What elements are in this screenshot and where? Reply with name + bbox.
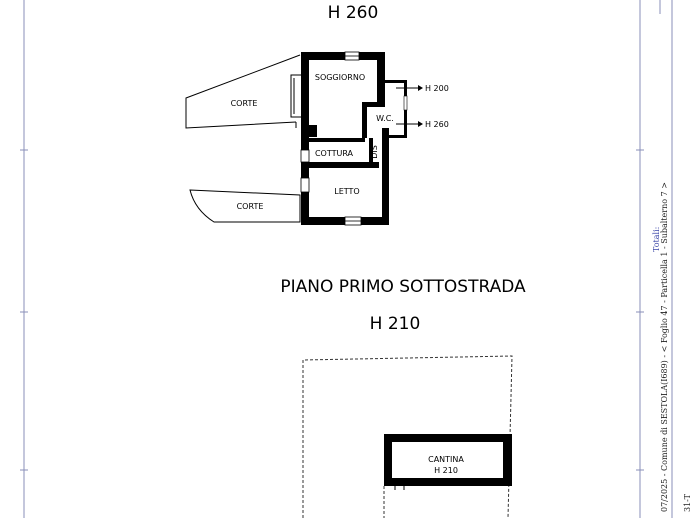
side-cadastral-text: 07/2025 - Comune di SESTOLA(I689) - < Fo… xyxy=(660,182,669,512)
openings xyxy=(300,51,408,226)
room-label-dis: DIS xyxy=(370,145,379,159)
window-left xyxy=(290,74,303,118)
side-footer-text: 31-T xyxy=(683,493,692,512)
room-label-soggiorno: SOGGIORNO xyxy=(315,73,365,82)
room-label-cottura: COTTURA xyxy=(315,149,354,158)
room-label-cantina: CANTINA xyxy=(428,455,464,464)
side-totali-text: Totali: xyxy=(652,227,661,252)
room-label-corte-lower: CORTE xyxy=(237,202,264,211)
cantina-walls xyxy=(383,434,512,518)
wc-height-upper: H 200 xyxy=(425,84,449,93)
corte-lower-area xyxy=(189,189,301,223)
wc-height-lower: H 260 xyxy=(425,120,449,129)
basement-title: PIANO PRIMO SOTTOSTRADA xyxy=(280,277,526,297)
basement-outline xyxy=(302,355,513,518)
basement-height-label: H 210 xyxy=(370,314,421,334)
top-height-label: H 260 xyxy=(328,3,379,23)
room-label-corte-upper: CORTE xyxy=(231,99,258,108)
wc-height-arrows xyxy=(396,85,423,127)
sheet-frame xyxy=(20,0,673,518)
room-label-cantina-height: H 210 xyxy=(434,466,458,475)
room-label-letto: LETTO xyxy=(334,187,359,196)
corte-upper-area xyxy=(185,54,301,129)
room-label-wc: W.C. xyxy=(376,114,394,123)
